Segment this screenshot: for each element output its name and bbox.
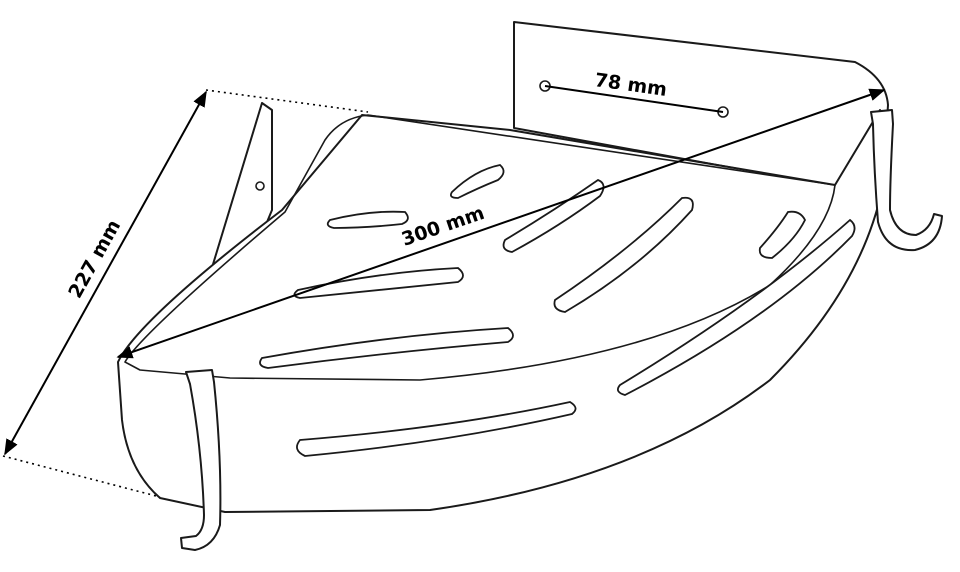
depth-label: 227 mm bbox=[64, 216, 125, 302]
width-dimension-line bbox=[116, 88, 886, 359]
front-rail-slot bbox=[296, 401, 577, 457]
hole-spacing-dimension-line bbox=[544, 85, 724, 113]
left-hook bbox=[180, 369, 222, 551]
right-hook bbox=[870, 109, 943, 252]
depth-extension-line-top bbox=[205, 89, 369, 113]
